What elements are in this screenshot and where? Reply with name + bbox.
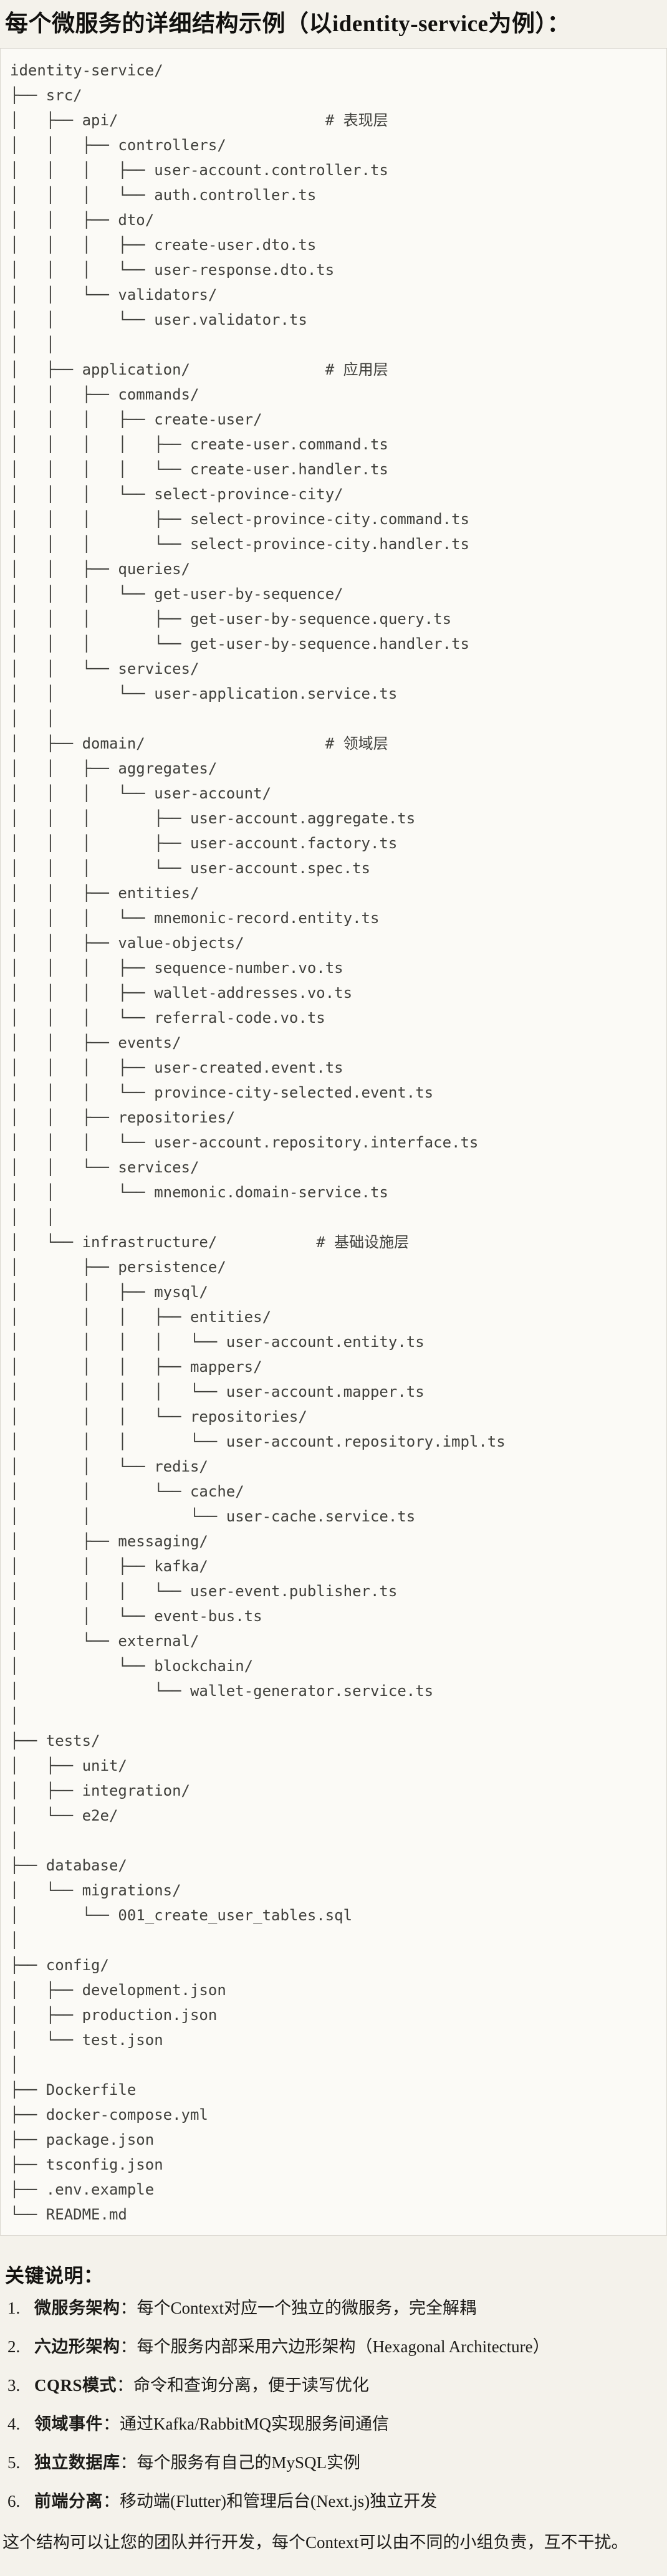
note-number: 4. bbox=[7, 2415, 21, 2433]
note-item-domain-events: 4. 领域事件：通过Kafka/RabbitMQ实现服务间通信 bbox=[7, 2411, 667, 2436]
note-desc: 移动端(Flutter)和管理后台(Next.js)独立开发 bbox=[120, 2492, 438, 2511]
note-colon: ： bbox=[117, 2376, 134, 2395]
note-item-cqrs: 3. CQRS模式：命令和查询分离，便于读写优化 bbox=[7, 2373, 667, 2398]
note-colon: ： bbox=[120, 2299, 137, 2317]
note-number: 3. bbox=[7, 2376, 21, 2395]
note-colon: ： bbox=[120, 2337, 137, 2356]
page-title: 每个微服务的详细结构示例（以identity-service为例）： bbox=[5, 11, 570, 37]
closing-paragraph: 这个结构可以让您的团队并行开发，每个Context可以由不同的小组负责，互不干扰… bbox=[2, 2533, 628, 2552]
note-number: 2. bbox=[7, 2337, 21, 2356]
note-item-hexagonal: 2. 六边形架构：每个服务内部采用六边形架构（Hexagonal Architec… bbox=[7, 2334, 667, 2359]
note-number: 1. bbox=[7, 2299, 21, 2317]
note-desc: 命令和查询分离，便于读写优化 bbox=[133, 2376, 370, 2395]
note-desc: 每个Context对应一个独立的微服务，完全解耦 bbox=[137, 2299, 477, 2317]
note-desc: 每个服务有自己的MySQL实例 bbox=[137, 2453, 361, 2472]
file-tree-code-block: identity-service/ ├── src/ │ ├── api/ # … bbox=[0, 48, 667, 2236]
note-term: 六边形架构 bbox=[34, 2337, 120, 2356]
notes-heading: 关键说明： bbox=[5, 2265, 103, 2287]
note-desc: 每个服务内部采用六边形架构（Hexagonal Architecture） bbox=[137, 2337, 550, 2356]
note-term: 微服务架构 bbox=[34, 2299, 120, 2317]
note-colon: ： bbox=[120, 2453, 137, 2472]
note-number: 5. bbox=[7, 2453, 21, 2472]
note-colon: ： bbox=[103, 2492, 120, 2511]
note-term: 领域事件 bbox=[34, 2415, 103, 2433]
note-item-microservices: 1. 微服务架构：每个Context对应一个独立的微服务，完全解耦 bbox=[7, 2296, 667, 2320]
note-item-frontend: 6. 前端分离：移动端(Flutter)和管理后台(Next.js)独立开发 bbox=[7, 2489, 667, 2514]
note-colon: ： bbox=[103, 2415, 120, 2433]
note-item-database: 5. 独立数据库：每个服务有自己的MySQL实例 bbox=[7, 2450, 667, 2475]
note-number: 6. bbox=[7, 2492, 21, 2511]
notes-list: 1.微服务架构：每个Context对应一个独立的微服务，完全解耦 2.六边形架构… bbox=[7, 2296, 667, 2514]
note-term: CQRS模式 bbox=[34, 2376, 117, 2395]
note-term: 独立数据库 bbox=[34, 2453, 120, 2472]
note-desc: 通过Kafka/RabbitMQ实现服务间通信 bbox=[120, 2415, 389, 2433]
note-term: 前端分离 bbox=[34, 2492, 103, 2511]
